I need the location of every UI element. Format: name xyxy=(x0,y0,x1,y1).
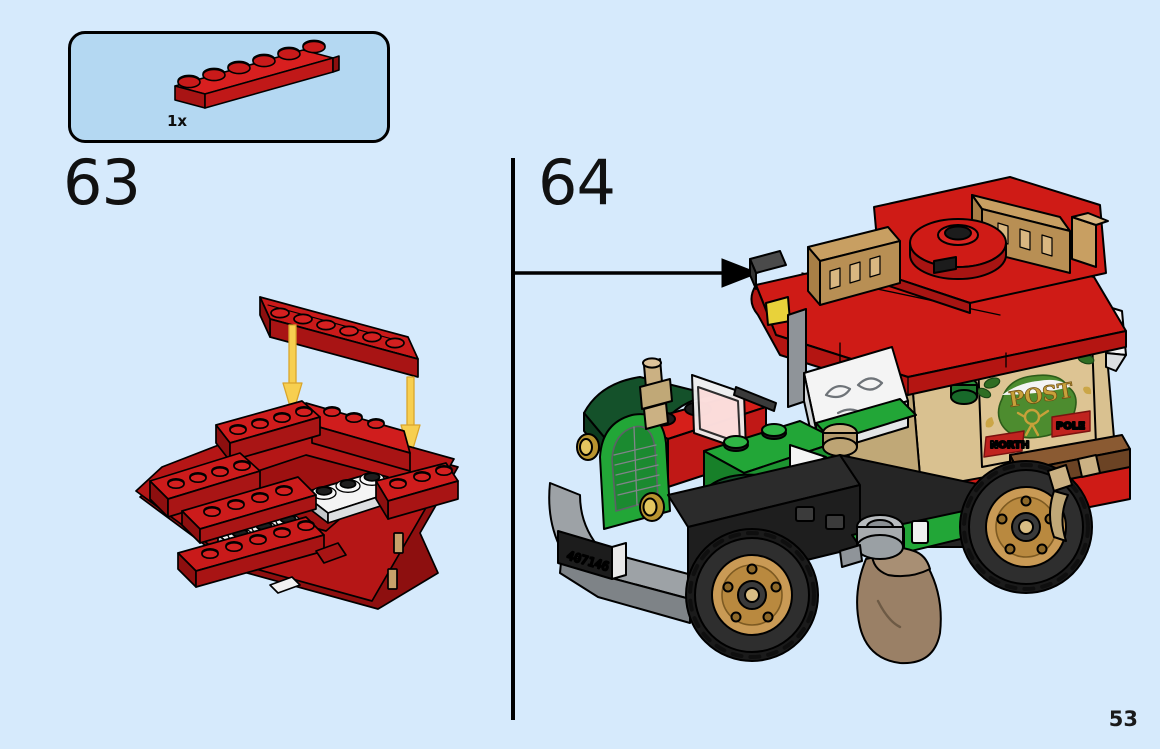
grey-clip xyxy=(839,544,863,568)
assembly-arrow-left xyxy=(282,324,303,416)
step-number-63: 63 xyxy=(63,146,141,219)
mail-sack xyxy=(856,514,942,665)
tan-pin xyxy=(387,532,404,590)
roof-railing-right xyxy=(971,194,1071,274)
headlight-upper xyxy=(576,433,600,461)
parts-callout-box: 1x xyxy=(68,31,390,143)
sign-banner-right: POLE xyxy=(1051,410,1091,438)
step-64-figure: POST NORTH POLE xyxy=(512,155,1160,695)
tan-chimney-piece xyxy=(639,357,673,430)
headlight-lower xyxy=(639,492,665,522)
roof-black-tile xyxy=(933,256,957,274)
wiper-bar xyxy=(733,386,777,412)
page-number: 53 xyxy=(1108,707,1138,731)
roof-corner-post xyxy=(1071,212,1109,268)
sign-scrollwork xyxy=(985,386,1092,428)
roof-hinge-dark xyxy=(749,250,787,290)
sign-banner-right-label: POLE xyxy=(1056,421,1085,432)
sack-tie xyxy=(856,514,904,560)
roof-railing-left xyxy=(807,226,901,306)
roof-round-plate xyxy=(909,218,1007,280)
tan-lever xyxy=(1047,454,1101,542)
part-illustration-plate-1x6: 1x xyxy=(167,39,340,130)
step-63-figure xyxy=(120,285,480,625)
posthorn-icon xyxy=(1016,408,1050,437)
part-quantity-label: 1x xyxy=(167,112,187,130)
post-office-sign: POST NORTH POLE xyxy=(976,338,1097,468)
step-pointer-arrow xyxy=(512,258,760,288)
floating-red-plate xyxy=(259,296,419,378)
north-pole-post-truck: POST NORTH POLE xyxy=(548,176,1131,665)
red-chassis-assembly xyxy=(135,400,459,610)
step-number-64: 64 xyxy=(538,146,616,219)
sign-banner-left: NORTH xyxy=(983,430,1030,458)
front-wheel xyxy=(685,528,819,662)
license-plate: 407146 xyxy=(557,530,627,580)
sign-banner-left-label: NORTH xyxy=(990,440,1029,451)
yellow-lamp xyxy=(765,296,791,326)
rear-wheel xyxy=(959,460,1093,594)
column-divider xyxy=(511,158,515,720)
